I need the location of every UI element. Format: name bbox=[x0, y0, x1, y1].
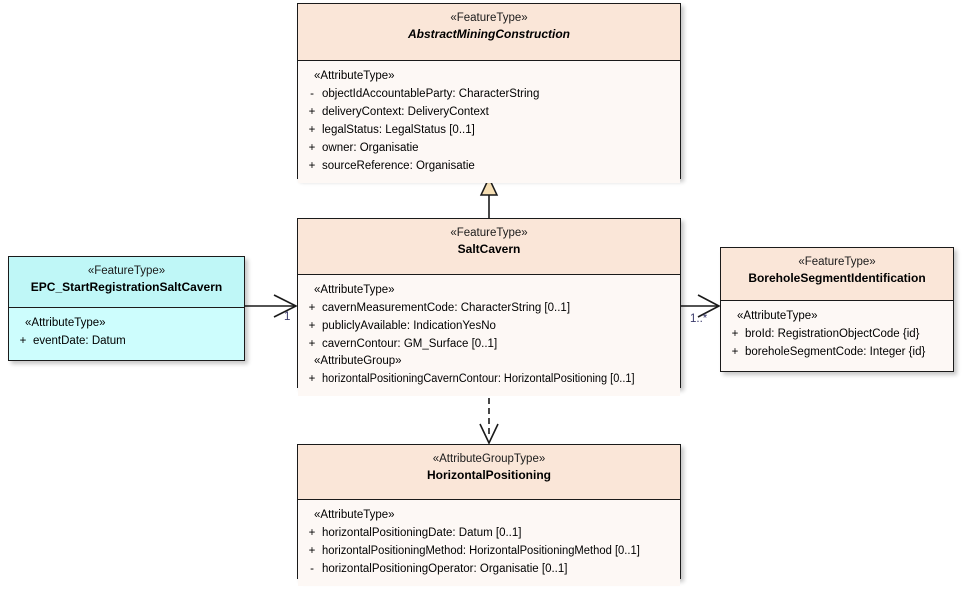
attribute-visibility: + bbox=[308, 338, 316, 350]
attribute-visibility: - bbox=[310, 88, 314, 100]
class-box-borehole-segment-identification[interactable]: «FeatureType» BoreholeSegmentIdentificat… bbox=[720, 247, 954, 372]
class-name: BoreholeSegmentIdentification bbox=[748, 271, 926, 285]
attribute-visibility: + bbox=[19, 335, 27, 347]
attribute-group-label: «AttributeType» bbox=[314, 284, 395, 296]
multiplicity-label-left: 1 bbox=[284, 311, 291, 323]
attribute-visibility: + bbox=[308, 302, 316, 314]
class-name: AbstractMiningConstruction bbox=[408, 27, 570, 41]
attribute-text: horizontalPositioningMethod: HorizontalP… bbox=[322, 545, 640, 557]
attribute-row: + cavernMeasurementCode: CharacterString… bbox=[302, 299, 676, 317]
attribute-text: boreholeSegmentCode: Integer {id} bbox=[745, 346, 926, 358]
attribute-row: + legalStatus: LegalStatus [0..1] bbox=[302, 121, 676, 139]
class-stereotype: «AttributeGroupType» bbox=[432, 453, 546, 465]
class-header-horizontal-positioning: «AttributeGroupType» HorizontalPositioni… bbox=[298, 445, 680, 500]
attribute-visibility: + bbox=[308, 124, 316, 136]
attribute-row: + sourceReference: Organisatie bbox=[302, 157, 676, 175]
attribute-group-label: «AttributeType» bbox=[25, 317, 106, 329]
attribute-row: + owner: Organisatie bbox=[302, 139, 676, 157]
class-name: HorizontalPositioning bbox=[427, 468, 551, 482]
attribute-text: sourceReference: Organisatie bbox=[322, 160, 475, 172]
attribute-visibility: + bbox=[308, 106, 316, 118]
class-stereotype: «FeatureType» bbox=[798, 256, 876, 268]
attribute-row: + horizontalPositioningMethod: Horizonta… bbox=[302, 542, 676, 560]
class-stereotype: «FeatureType» bbox=[450, 227, 528, 239]
attribute-row: - objectIdAccountableParty: CharacterStr… bbox=[302, 85, 676, 103]
class-header-borehole-segment-identification: «FeatureType» BoreholeSegmentIdentificat… bbox=[721, 248, 953, 301]
attribute-row: + cavernContour: GM_Surface [0..1] bbox=[302, 335, 676, 353]
class-attributes-epc-start-registration-salt-cavern: «AttributeType» + eventDate: Datum bbox=[9, 308, 244, 358]
attribute-row: + horizontalPositioningDate: Datum [0..1… bbox=[302, 524, 676, 542]
attribute-visibility: + bbox=[731, 346, 739, 358]
attribute-group-label: «AttributeType» bbox=[314, 509, 395, 521]
generalization-saltcavern-to-abstract bbox=[479, 176, 499, 218]
attribute-row: + publiclyAvailable: IndicationYesNo bbox=[302, 317, 676, 335]
attribute-text: publiclyAvailable: IndicationYesNo bbox=[322, 320, 496, 332]
attribute-text: cavernMeasurementCode: CharacterString [… bbox=[322, 302, 571, 314]
attribute-row: + deliveryContext: DeliveryContext bbox=[302, 103, 676, 121]
attribute-row: + boreholeSegmentCode: Integer {id} bbox=[725, 343, 949, 361]
attribute-visibility: + bbox=[308, 160, 316, 172]
attribute-visibility: + bbox=[308, 527, 316, 539]
multiplicity-label-right: 1..* bbox=[690, 313, 708, 325]
attribute-visibility: + bbox=[308, 142, 316, 154]
attribute-text: owner: Organisatie bbox=[322, 142, 419, 154]
attribute-text: horizontalPositioningDate: Datum [0..1] bbox=[322, 527, 522, 539]
class-stereotype: «FeatureType» bbox=[87, 265, 166, 277]
attribute-text: eventDate: Datum bbox=[33, 335, 126, 347]
class-header-epc-start-registration-salt-cavern: «FeatureType» EPC_StartRegistrationSaltC… bbox=[9, 257, 244, 308]
class-name: SaltCavern bbox=[457, 242, 521, 256]
class-attributes-abstract-mining-construction: «AttributeType» - objectIdAccountablePar… bbox=[298, 61, 680, 183]
attribute-row: + broId: RegistrationObjectCode {id} bbox=[725, 325, 949, 343]
attribute-visibility: + bbox=[308, 545, 316, 557]
class-name: EPC_StartRegistrationSaltCavern bbox=[30, 280, 223, 294]
class-box-abstract-mining-construction[interactable]: «FeatureType» AbstractMiningConstruction… bbox=[297, 3, 681, 183]
class-header-abstract-mining-construction: «FeatureType» AbstractMiningConstruction bbox=[298, 4, 680, 61]
attribute-group-label: «AttributeGroup» bbox=[314, 355, 402, 367]
attribute-text: broId: RegistrationObjectCode {id} bbox=[745, 328, 920, 340]
attribute-text: deliveryContext: DeliveryContext bbox=[322, 106, 489, 118]
class-attributes-borehole-segment-identification: «AttributeType» + broId: RegistrationObj… bbox=[721, 301, 953, 369]
class-attributes-horizontal-positioning: «AttributeType» + horizontalPositioningD… bbox=[298, 500, 680, 586]
class-header-salt-cavern: «FeatureType» SaltCavern bbox=[298, 219, 680, 275]
attribute-row: + horizontalPositioningCavernContour: Ho… bbox=[302, 370, 676, 388]
attribute-text: horizontalPositioningCavernContour: Hori… bbox=[322, 373, 635, 385]
class-box-salt-cavern[interactable]: «FeatureType» SaltCavern «AttributeType»… bbox=[297, 218, 681, 396]
class-box-epc-start-registration-salt-cavern[interactable]: «FeatureType» EPC_StartRegistrationSaltC… bbox=[8, 256, 245, 361]
attribute-text: objectIdAccountableParty: CharacterStrin… bbox=[322, 88, 540, 100]
attribute-row: + eventDate: Datum bbox=[13, 332, 240, 350]
class-stereotype: «FeatureType» bbox=[450, 12, 528, 24]
attribute-group-label: «AttributeType» bbox=[314, 70, 395, 82]
class-attributes-salt-cavern: «AttributeType» + cavernMeasurementCode:… bbox=[298, 275, 680, 396]
attribute-text: cavernContour: GM_Surface [0..1] bbox=[322, 338, 498, 350]
class-box-horizontal-positioning[interactable]: «AttributeGroupType» HorizontalPositioni… bbox=[297, 444, 681, 586]
attribute-text: legalStatus: LegalStatus [0..1] bbox=[322, 124, 475, 136]
dependency-saltcavern-to-horizontalpositioning bbox=[479, 388, 499, 445]
attribute-row: - horizontalPositioningOperator: Organis… bbox=[302, 560, 676, 578]
attribute-visibility: + bbox=[731, 328, 739, 340]
attribute-group-label: «AttributeType» bbox=[737, 310, 818, 322]
attribute-visibility: + bbox=[308, 373, 316, 385]
attribute-visibility: - bbox=[310, 563, 314, 575]
attribute-visibility: + bbox=[308, 320, 316, 332]
attribute-text: horizontalPositioningOperator: Organisat… bbox=[322, 563, 568, 575]
